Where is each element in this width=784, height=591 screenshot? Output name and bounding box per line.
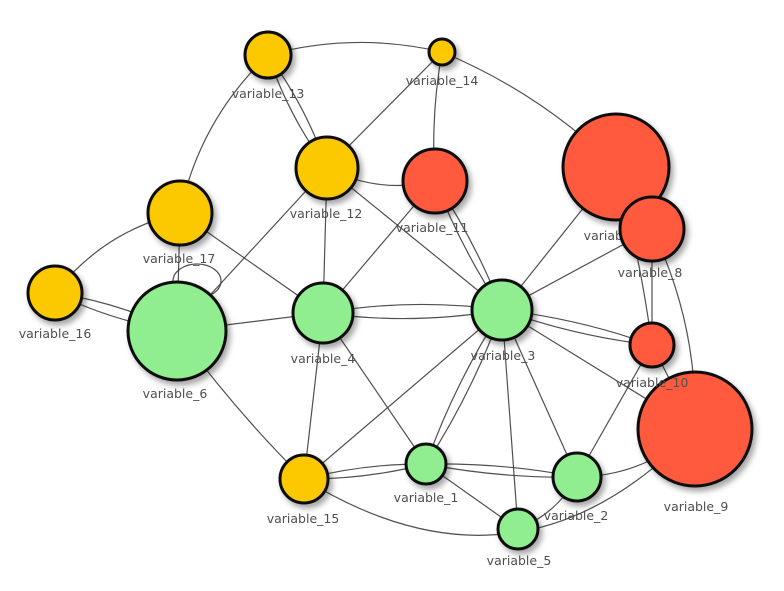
node-variable_2[interactable] — [551, 451, 603, 503]
node-group-variable_6: variable_6 — [126, 280, 228, 401]
edge-variable_13-variable_14 — [267, 41, 443, 56]
edge-variable_3-variable_15 — [303, 309, 503, 480]
node-variable_11[interactable] — [401, 147, 469, 215]
node-variable_16[interactable] — [26, 264, 84, 322]
node-label-variable_11: variable_11 — [396, 220, 469, 235]
node-variable_6[interactable] — [126, 280, 228, 382]
node-label-variable_4: variable_4 — [291, 351, 356, 366]
node-group-variable_10: variable_10 — [616, 321, 689, 390]
node-variable_5[interactable] — [496, 507, 540, 551]
node-label-variable_16: variable_16 — [19, 326, 92, 341]
node-variable_10[interactable] — [628, 321, 676, 369]
node-label-variable_17: variable_17 — [143, 251, 216, 266]
node-group-variable_16: variable_16 — [19, 264, 92, 341]
node-variable_1[interactable] — [404, 442, 448, 486]
node-group-variable_12: variable_12 — [290, 135, 363, 221]
node-variable_9[interactable] — [636, 370, 754, 488]
node-group-variable_5: variable_5 — [487, 507, 552, 568]
node-group-variable_15: variable_15 — [267, 453, 340, 526]
node-label-variable_1: variable_1 — [394, 490, 459, 505]
node-variable_3[interactable] — [470, 278, 534, 342]
node-label-variable_3: variable_3 — [471, 348, 536, 363]
node-variable_14[interactable] — [427, 37, 457, 67]
node-group-variable_17: variable_17 — [143, 179, 216, 266]
node-variable_13[interactable] — [243, 30, 293, 80]
node-group-variable_7: variable_7 — [561, 112, 671, 243]
node-group-variable_14: variable_14 — [406, 37, 479, 88]
node-label-variable_15: variable_15 — [267, 511, 340, 526]
node-label-variable_8: variable_8 — [618, 265, 683, 280]
node-label-variable_12: variable_12 — [290, 206, 363, 221]
node-group-variable_13: variable_13 — [232, 30, 305, 101]
node-label-variable_10: variable_10 — [616, 375, 689, 390]
node-variable_17[interactable] — [146, 179, 214, 247]
node-label-variable_5: variable_5 — [487, 553, 552, 568]
edge-variable_3-variable_5 — [501, 309, 519, 530]
node-group-variable_4: variable_4 — [291, 281, 356, 366]
node-group-variable_1: variable_1 — [394, 442, 459, 505]
node-variable_12[interactable] — [294, 135, 360, 201]
node-label-variable_14: variable_14 — [406, 73, 479, 88]
node-variable_15[interactable] — [278, 453, 330, 505]
node-group-variable_2: variable_2 — [544, 451, 609, 523]
node-variable_4[interactable] — [291, 281, 355, 345]
node-label-variable_2: variable_2 — [544, 508, 609, 523]
node-group-variable_9: variable_9 — [636, 370, 754, 514]
node-group-variable_8: variable_8 — [618, 195, 686, 280]
node-variable_8[interactable] — [618, 195, 686, 263]
node-group-variable_3: variable_3 — [470, 278, 536, 363]
node-label-variable_6: variable_6 — [143, 386, 208, 401]
nodes-layer: variable_1 variable_2 variable_3 variable_4… — [19, 30, 754, 568]
node-variable_7[interactable] — [561, 112, 671, 222]
node-label-variable_9: variable_9 — [664, 499, 729, 514]
node-group-variable_11: variable_11 — [396, 147, 469, 235]
node-label-variable_13: variable_13 — [232, 86, 305, 101]
